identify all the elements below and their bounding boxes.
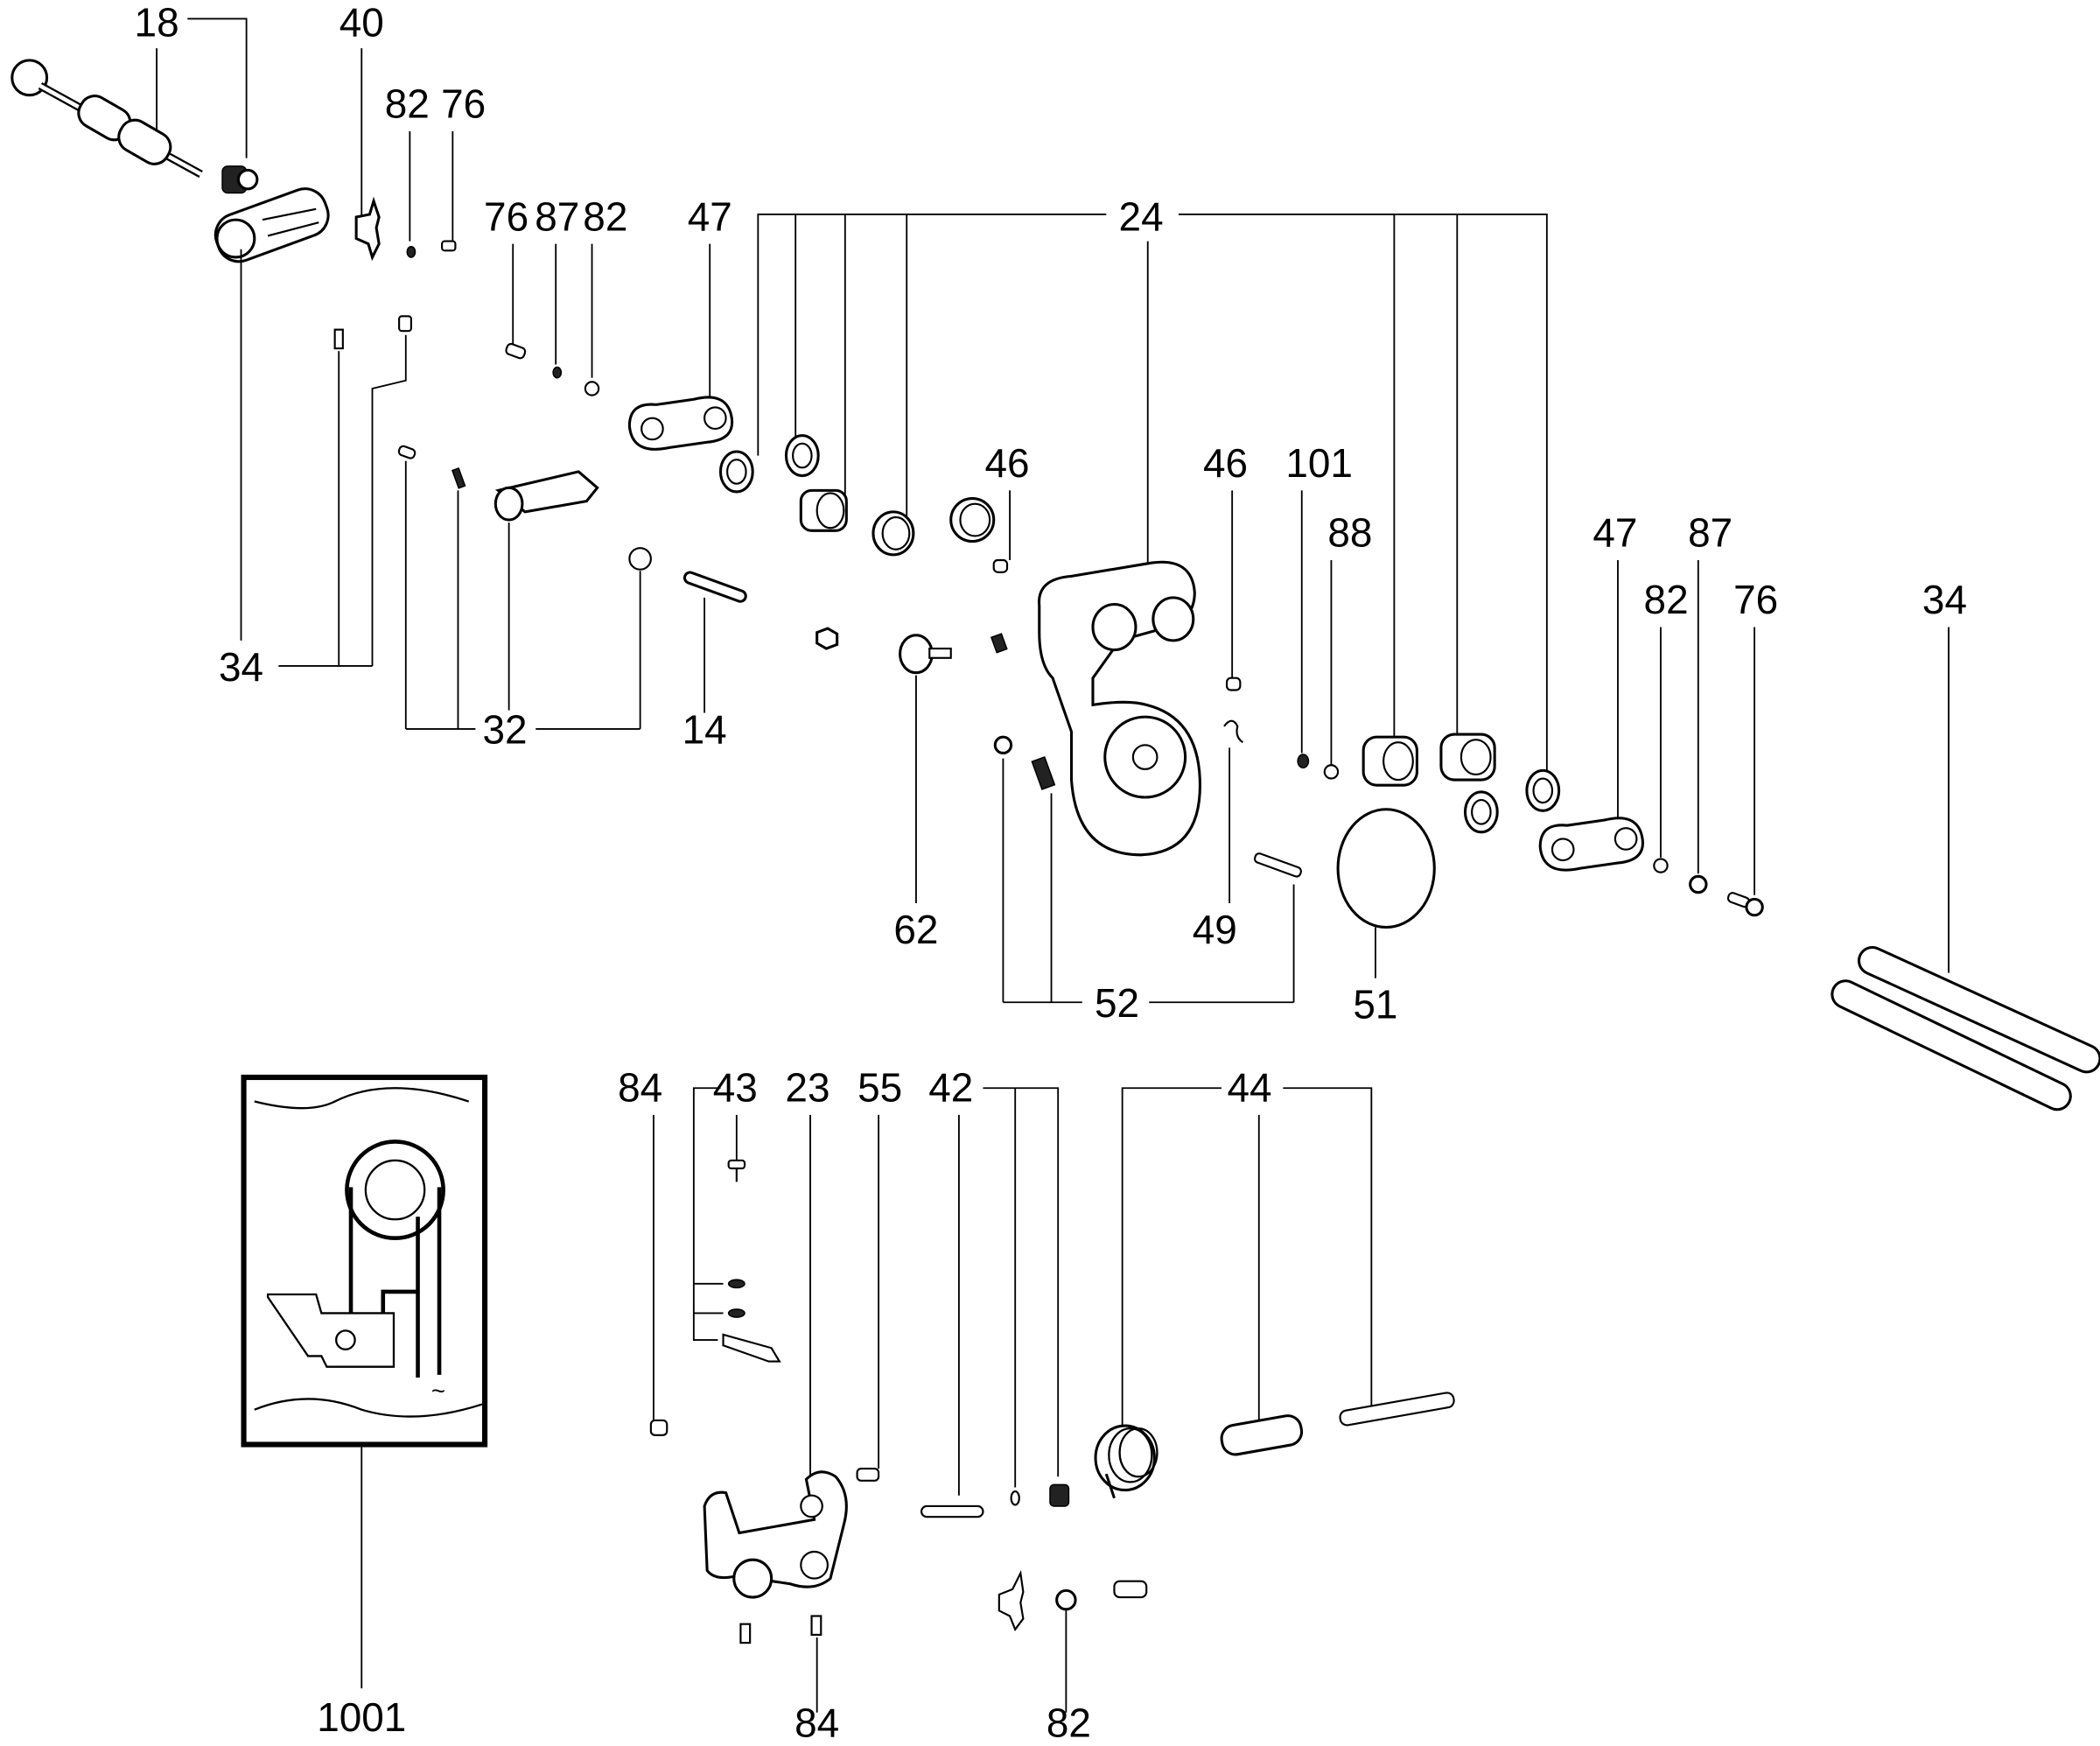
part-label-84-bottom: 84 xyxy=(794,1700,839,1745)
part-label-24: 24 xyxy=(1119,193,1164,239)
part-label-76-right: 76 xyxy=(1733,577,1778,622)
callout-46-left: 46 xyxy=(984,440,1030,573)
part-label-87-mid: 87 xyxy=(535,193,579,239)
part-label-82-top: 82 xyxy=(385,81,430,127)
part-label-87-right: 87 xyxy=(1688,510,1732,556)
ac-symbol: ~ xyxy=(431,1377,445,1404)
part-34-housing-left xyxy=(214,187,330,263)
part-label-42: 42 xyxy=(928,1065,973,1111)
callout-52: 52 xyxy=(993,735,1302,1026)
part-small-spring xyxy=(990,633,1008,654)
part-label-46-left: 46 xyxy=(984,440,1029,486)
part-label-49: 49 xyxy=(1193,907,1237,952)
part-label-32: 32 xyxy=(483,707,528,753)
callout-76-top: 76 xyxy=(441,81,486,252)
part-label-40: 40 xyxy=(340,0,384,45)
callout-101: 101 xyxy=(1285,440,1353,769)
part-18-cord-assembly xyxy=(10,59,259,194)
part-label-47-right: 47 xyxy=(1592,510,1637,556)
callout-82-mid: 82 xyxy=(583,193,627,396)
part-label-52: 52 xyxy=(1095,980,1139,1026)
callout-47-right: 47 xyxy=(1538,510,1644,872)
part-label-47-left: 47 xyxy=(688,193,732,239)
callout-49: 49 xyxy=(1193,719,1244,952)
part-label-51: 51 xyxy=(1353,982,1397,1027)
callout-34-left: 34 xyxy=(219,249,412,690)
part-label-62: 62 xyxy=(893,907,938,952)
part-24-bushings-right xyxy=(1362,733,1561,834)
callout-88: 88 xyxy=(1323,510,1372,780)
part-label-101: 101 xyxy=(1285,440,1353,486)
part-label-84-top: 84 xyxy=(618,1065,662,1111)
callout-47-left: 47 xyxy=(627,193,734,451)
part-label-44: 44 xyxy=(1228,1065,1272,1111)
part-label-82-mid: 82 xyxy=(583,193,627,239)
part-label-88: 88 xyxy=(1327,510,1372,556)
part-label-34-left: 34 xyxy=(219,644,263,690)
part-label-76-top: 76 xyxy=(441,81,486,127)
part-label-76-mid: 76 xyxy=(484,193,528,239)
part-24-main-housing xyxy=(1038,560,1201,857)
callout-51: 51 xyxy=(1336,808,1436,1027)
callout-84-bottom: 84 xyxy=(739,1615,839,1745)
wiring-diagram-inset: ~ 1001 xyxy=(241,1074,488,1740)
callout-82-bottom: 82 xyxy=(998,1569,1148,1745)
part-label-23: 23 xyxy=(785,1065,830,1111)
callout-87-right: 87 xyxy=(1688,510,1732,894)
callout-87-mid: 87 xyxy=(535,193,579,379)
callout-82-top: 82 xyxy=(385,81,430,258)
callout-43: 43 xyxy=(692,1065,781,1363)
part-label-82-right: 82 xyxy=(1644,577,1689,622)
callout-40: 40 xyxy=(340,0,384,223)
part-label-55: 55 xyxy=(858,1065,902,1111)
callout-32: 32 xyxy=(397,445,652,753)
callout-44: 44 xyxy=(1094,1065,1455,1499)
callout-46-right: 46 xyxy=(1203,440,1248,691)
callout-23: 23 xyxy=(703,1065,848,1599)
part-label-18: 18 xyxy=(135,0,179,45)
callout-84-top: 84 xyxy=(618,1065,668,1436)
callout-62: 62 xyxy=(893,634,952,952)
callout-18: 18 xyxy=(135,0,248,158)
callout-55: 55 xyxy=(856,1065,902,1482)
callout-76-right: 76 xyxy=(1726,577,1778,917)
part-label-46-right: 46 xyxy=(1203,440,1248,486)
part-40-wing-nut xyxy=(354,196,381,262)
callout-34-right: 34 xyxy=(1830,577,2100,1111)
callout-24: 24 xyxy=(718,193,1548,775)
callout-14: 14 xyxy=(682,571,747,753)
part-nut xyxy=(816,627,839,650)
callout-42: 42 xyxy=(920,1065,1070,1518)
part-label-1001: 1001 xyxy=(317,1694,406,1740)
callout-82-right: 82 xyxy=(1644,577,1689,873)
part-label-82-bottom: 82 xyxy=(1046,1700,1091,1745)
callout-76-mid: 76 xyxy=(484,193,528,360)
part-label-34-right: 34 xyxy=(1922,577,1967,622)
part-label-14: 14 xyxy=(682,707,727,753)
